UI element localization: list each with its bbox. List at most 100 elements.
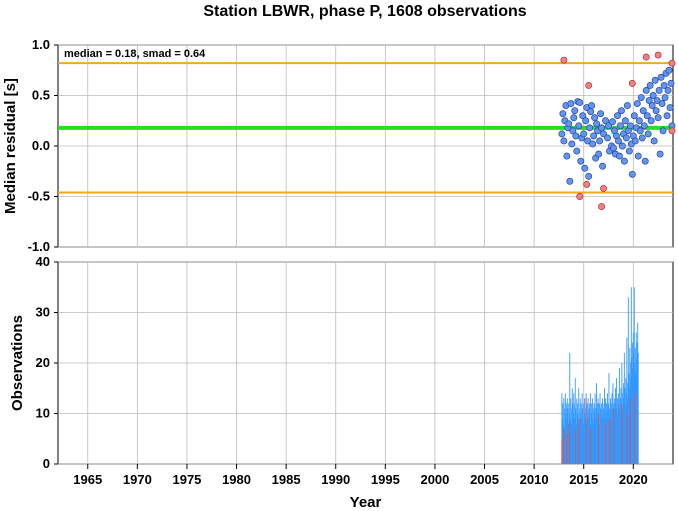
observation-bar <box>604 413 606 464</box>
residual-point <box>623 102 631 110</box>
observation-bar <box>561 418 563 464</box>
observation-bar <box>589 403 591 464</box>
residual-point <box>647 117 655 125</box>
observation-bar <box>581 393 583 464</box>
observation-bar <box>588 418 590 464</box>
outlier-bar <box>634 393 636 464</box>
residual-point <box>650 137 658 145</box>
residual-point <box>641 157 649 165</box>
observation-bar <box>601 413 603 464</box>
residual-point <box>559 110 567 118</box>
residual-point <box>616 122 624 130</box>
residual-point <box>582 117 590 125</box>
observation-bar <box>573 393 575 464</box>
observation-bar <box>622 408 624 464</box>
outlier-point <box>642 53 650 61</box>
residual-points <box>558 51 676 211</box>
observation-bar <box>571 423 573 464</box>
outlier-point <box>668 59 676 67</box>
observation-bar <box>619 408 621 464</box>
observation-bar <box>605 418 607 464</box>
observation-bar <box>570 398 572 464</box>
observation-bar <box>574 378 576 464</box>
observation-bar <box>635 332 637 464</box>
residual-point <box>660 81 668 89</box>
observation-bar <box>620 403 622 464</box>
residual-point <box>622 134 630 142</box>
residual-point <box>640 122 648 130</box>
residual-point <box>638 134 646 142</box>
observation-bar <box>624 388 626 464</box>
y-tick-label: 30 <box>36 305 50 320</box>
y-tick-label: -0.5 <box>28 189 50 204</box>
observation-bar <box>633 287 635 464</box>
residual-point <box>566 177 574 185</box>
observation-bar <box>607 413 609 464</box>
x-tick-label: 1980 <box>222 472 251 487</box>
observation-bar <box>580 403 582 464</box>
observation-bar <box>581 418 583 464</box>
observation-bar <box>619 398 621 464</box>
observation-bar <box>564 393 566 464</box>
residual-point <box>654 114 662 122</box>
residual-point <box>565 120 573 128</box>
residual-point <box>651 76 659 84</box>
observation-bar <box>630 378 632 464</box>
residual-point <box>598 124 606 132</box>
residual-point <box>646 81 654 89</box>
residual-point <box>586 124 594 132</box>
outlier-bar <box>585 398 587 464</box>
residual-point <box>667 79 675 87</box>
observation-bar <box>562 403 564 464</box>
residual-point <box>590 132 598 140</box>
chart-title: Station LBWR, phase P, 1608 observations <box>203 3 526 20</box>
residual-y-ticks: -1.0-0.50.00.51.0 <box>28 37 58 254</box>
observation-bar <box>594 413 596 464</box>
residual-point <box>597 110 605 118</box>
observation-bar <box>613 398 615 464</box>
residual-point <box>656 150 664 158</box>
observation-bar <box>601 403 602 464</box>
x-tick-label: 1990 <box>321 472 350 487</box>
residual-point <box>567 100 575 108</box>
observation-bar <box>609 418 611 464</box>
observation-bar <box>591 418 593 464</box>
outlier-bar <box>578 418 580 464</box>
residual-point <box>663 112 671 120</box>
observation-bar <box>614 408 616 464</box>
residual-point <box>580 130 588 138</box>
observation-bar <box>633 352 635 464</box>
observation-bar <box>618 403 620 464</box>
observation-bar <box>575 423 577 464</box>
residual-point <box>571 107 579 115</box>
residual-point <box>570 114 578 122</box>
observation-bar <box>563 408 565 464</box>
observation-bar <box>606 403 607 464</box>
residual-point <box>569 127 577 135</box>
outlier-point <box>583 180 591 188</box>
observation-bar <box>561 393 563 464</box>
residual-point <box>614 137 622 145</box>
observation-bar <box>621 393 623 464</box>
x-tick-label: 1995 <box>371 472 400 487</box>
residual-point <box>599 162 607 170</box>
x-tick-label: 2005 <box>470 472 499 487</box>
observation-bar <box>615 403 617 464</box>
observation-bar <box>612 383 614 464</box>
observation-bar <box>565 413 567 464</box>
outlier-point <box>668 127 676 135</box>
residual-point <box>575 122 583 130</box>
residual-point <box>633 100 641 108</box>
outlier-bar <box>590 428 592 464</box>
observation-bar <box>567 423 569 464</box>
x-tick-label: 1965 <box>73 472 102 487</box>
observation-bar <box>612 403 614 464</box>
residual-point <box>579 112 587 120</box>
observation-bar <box>585 408 587 464</box>
residual-point <box>645 97 653 105</box>
residual-point <box>658 100 666 108</box>
x-tick-label: 1985 <box>272 472 301 487</box>
residual-point <box>636 127 644 135</box>
residual-point <box>649 92 657 99</box>
